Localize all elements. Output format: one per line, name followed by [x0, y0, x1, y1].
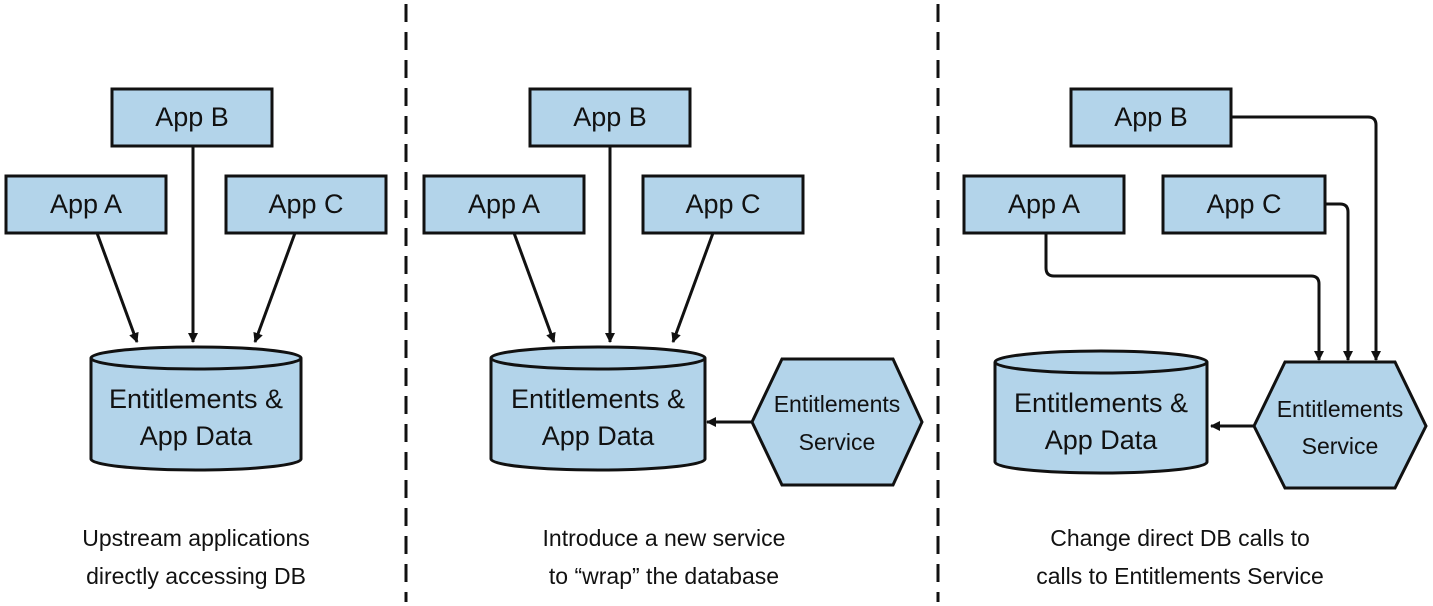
database-cylinder	[89, 345, 303, 472]
arrow-app-a-to-service	[1044, 233, 1324, 361]
database-cylinder	[489, 345, 707, 472]
app-a-box	[962, 174, 1126, 235]
arrow-app-b-to-service	[1232, 115, 1381, 361]
app-a-box	[422, 174, 586, 235]
app-b-box	[110, 87, 274, 148]
database-cylinder	[993, 349, 1209, 475]
arrow-app-c-to-db	[253, 232, 297, 343]
panel-2	[422, 87, 924, 487]
service-hexagon	[1252, 360, 1428, 490]
app-b-box	[1069, 87, 1233, 148]
panel-1	[4, 87, 388, 472]
app-b-box	[528, 87, 692, 148]
arrow-app-c-to-db	[671, 232, 715, 343]
app-c-box	[641, 174, 805, 235]
arrow-app-a-to-db	[95, 232, 139, 343]
app-c-box	[224, 174, 388, 235]
arrow-app-a-to-db	[512, 232, 556, 343]
panel-3	[962, 87, 1428, 490]
app-a-box	[4, 174, 168, 235]
arrow-app-c-to-service	[1326, 202, 1353, 361]
service-hexagon	[750, 357, 924, 487]
app-c-box	[1161, 174, 1327, 235]
